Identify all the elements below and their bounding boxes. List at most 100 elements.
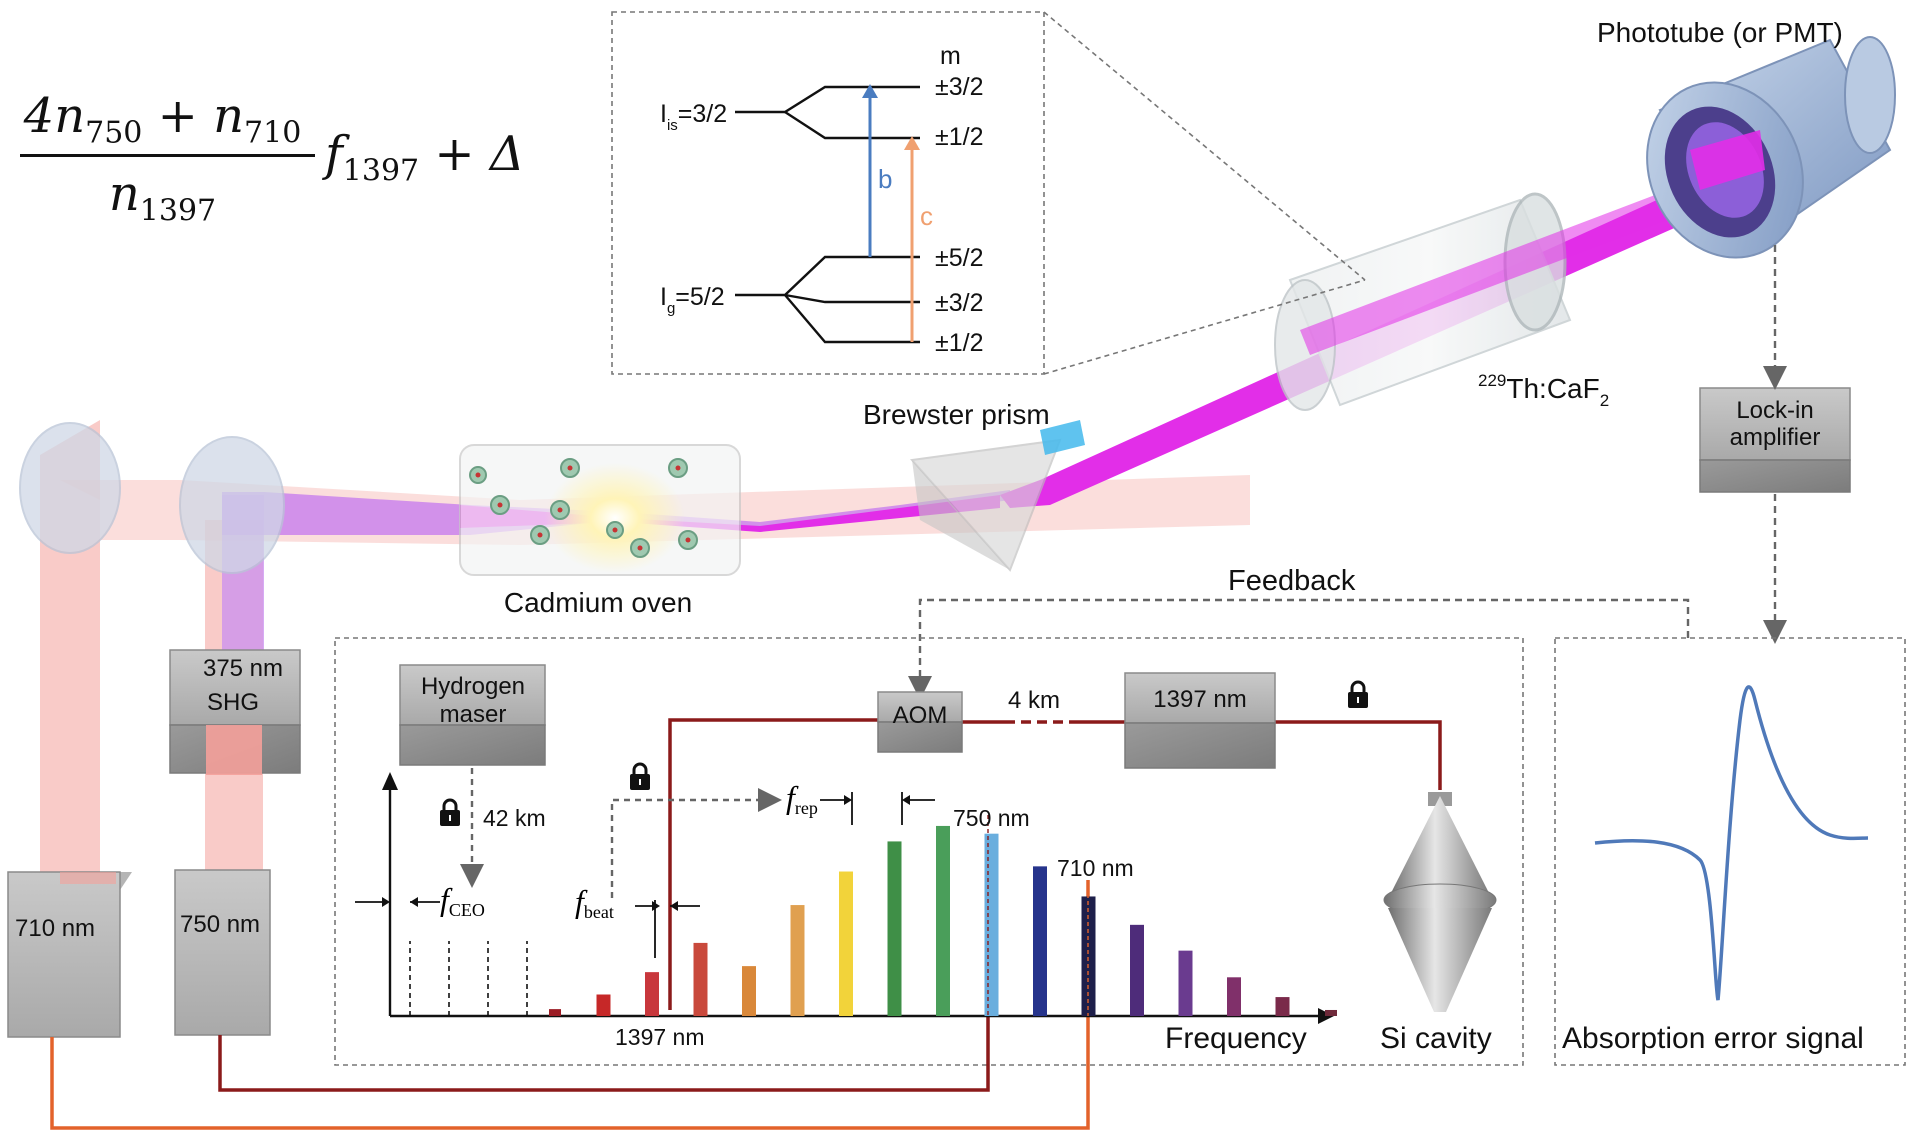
comb-tooth xyxy=(839,871,853,1016)
si-cavity xyxy=(1383,792,1497,1012)
error-signal-label: Absorption error signal xyxy=(1562,1022,1864,1055)
error-signal-curve xyxy=(1594,685,1869,1001)
mirror-2 xyxy=(179,436,285,574)
comb-tooth xyxy=(742,966,756,1016)
ground-m-upper: ±5/2 xyxy=(935,244,983,272)
frequency-formula: 4n750 + n710 n1397 f1397 + Δ xyxy=(10,80,530,230)
lock-icon xyxy=(440,798,460,826)
crystal-th-caf2 xyxy=(1274,155,1760,411)
cable-750 xyxy=(218,1010,990,1092)
m-header: m xyxy=(940,42,961,70)
aom-label: AOM xyxy=(893,702,948,729)
label-750: 750 nm xyxy=(953,805,1030,831)
laser-710-box xyxy=(7,871,132,1038)
laser-750-box xyxy=(174,869,271,1036)
energy-level-inset xyxy=(611,11,1366,375)
label-1397: 1397 nm xyxy=(615,1024,705,1050)
shg-box xyxy=(169,649,301,775)
comb-tooth xyxy=(645,972,659,1016)
comb-tooth xyxy=(1081,896,1096,1016)
comb-axes xyxy=(388,790,1318,1018)
comb-teeth xyxy=(409,825,1337,1016)
f-beat-label: fbeat xyxy=(575,883,614,922)
maser-line-1: Hydrogen xyxy=(421,673,525,700)
ground-state-label: Ig=5/2 xyxy=(660,283,725,317)
feedback-path xyxy=(908,598,1690,700)
oven-label: Cadmium oven xyxy=(504,587,692,618)
feedback-label: Feedback xyxy=(1228,565,1356,597)
f-rep-label: frep xyxy=(786,779,818,818)
laser-710-label: 710 nm xyxy=(15,915,95,942)
iso-state-sub: is xyxy=(667,117,678,134)
phototube xyxy=(1646,36,1896,259)
mirror-1 xyxy=(19,422,121,554)
f-beat-sub: beat xyxy=(584,902,614,922)
fiber-km-label: 4 km xyxy=(1008,687,1060,714)
lock-icon xyxy=(630,762,650,790)
crystal-label-main: Th:CaF xyxy=(1506,373,1599,404)
comb-tooth xyxy=(936,825,950,1016)
f-ceo-label: fCEO xyxy=(440,881,485,920)
laser-1397-label: 1397 nm xyxy=(1153,686,1246,713)
iso-m-lower: ±1/2 xyxy=(935,123,983,151)
comb-tooth xyxy=(1130,924,1144,1016)
comb-tooth xyxy=(1033,866,1047,1016)
formula-fraction-bar xyxy=(20,154,315,157)
cable-to-cavity xyxy=(1275,720,1442,790)
crystal-label-sub: 2 xyxy=(1600,391,1609,410)
cadmium-oven xyxy=(459,444,741,576)
phototube-label: Phototube (or PMT) xyxy=(1597,17,1843,48)
transition-b-label: b xyxy=(878,164,892,194)
crystal-label: 229Th:CaF2 xyxy=(1478,371,1609,410)
comb-tooth xyxy=(1325,1009,1337,1016)
brewster-prism xyxy=(910,420,1085,572)
iso-m-upper: ±3/2 xyxy=(935,73,983,101)
lock-in-amplifier xyxy=(1699,387,1851,493)
f-rep-marker xyxy=(820,792,935,825)
shg-line-1: 375 nm xyxy=(203,655,283,682)
laser-750-label: 750 nm xyxy=(180,911,260,938)
maser-line-2: maser xyxy=(440,701,507,728)
si-cavity-label: Si cavity xyxy=(1380,1022,1492,1055)
cable-1397 xyxy=(668,718,878,1010)
comb-tooth xyxy=(1275,997,1290,1016)
signal-panel xyxy=(1554,637,1906,1066)
crystal-label-sup: 229 xyxy=(1478,371,1506,390)
label-710: 710 nm xyxy=(1057,855,1134,881)
comb-tooth xyxy=(790,905,805,1016)
comb-tooth xyxy=(1227,977,1241,1016)
comb-tooth xyxy=(549,1009,561,1016)
comb-tooth xyxy=(1178,950,1193,1016)
f-ceo-sub: CEO xyxy=(449,900,485,920)
frequency-axis-label: Frequency xyxy=(1165,1022,1307,1055)
lockin-line-2: amplifier xyxy=(1730,424,1821,451)
iso-state-value: =3/2 xyxy=(678,100,727,128)
lock-icon xyxy=(1348,680,1368,708)
f-rep-sub: rep xyxy=(795,798,818,818)
comb-tooth xyxy=(693,942,708,1016)
comb-panel xyxy=(334,637,1524,1066)
formula-numerator: 4n750 + n710 xyxy=(23,88,302,151)
transition-c-label: c xyxy=(920,201,933,231)
ground-state-value: =5/2 xyxy=(675,283,724,311)
formula-rest: f1397 + Δ xyxy=(325,126,525,189)
ground-state-sub: g xyxy=(667,300,675,317)
lockin-line-1: Lock-in xyxy=(1736,397,1813,424)
comb-tooth xyxy=(596,994,611,1016)
ground-m-lower: ±1/2 xyxy=(935,329,983,357)
aom-box xyxy=(877,691,963,753)
maser-km-label: 42 km xyxy=(483,805,546,831)
formula-denominator: n1397 xyxy=(108,166,217,229)
brewster-label: Brewster prism xyxy=(863,399,1050,430)
beat-to-rep-arrow xyxy=(610,788,782,898)
iso-state-label: Iis=3/2 xyxy=(660,100,727,134)
hydrogen-maser-box xyxy=(399,664,546,766)
laser-1397-box xyxy=(1124,672,1276,769)
comb-tooth xyxy=(984,833,999,1016)
ground-m-middle: ±3/2 xyxy=(935,289,983,317)
y-axis-arrowhead xyxy=(382,772,398,790)
shg-line-2: SHG xyxy=(207,689,259,716)
comb-tooth xyxy=(887,841,902,1016)
